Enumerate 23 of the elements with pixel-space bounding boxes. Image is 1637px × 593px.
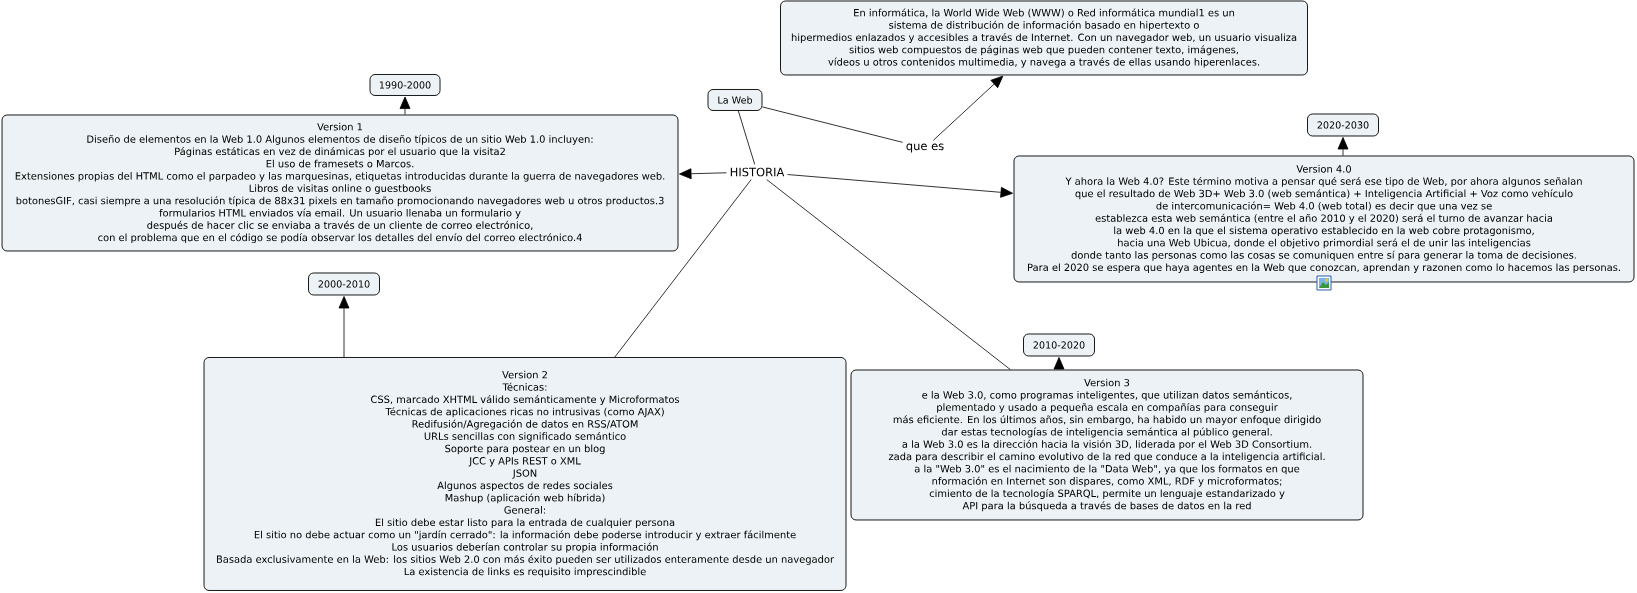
concept-box: 1990-2000 bbox=[369, 74, 441, 96]
concept-box: 2000-2010 bbox=[308, 272, 380, 296]
concept-box: La Web bbox=[707, 89, 763, 111]
concept-box: Version 1 Diseño de elementos en la Web 1.0 Algunos elementos de diseño típicos de un sitio Web 1.0 incluyen: Páginas estáticas en vez de dinámicas por el usuario que la visita2 El uso de framesets o Marcos. Extensiones propias del HTML como el parpadeo y las marquesinas, etiquetas introducidas durante la guerra de navegadores web. Libros de visitas online o guestbooks botonesGIF, casi siempre a una resolución típica de 88x31 pixels en tamaño promocionando navegadores web u otros productos.3 formularios HTML enviados vía email. Un usuario llenaba un formulario y después de hacer clic se enviaba a través de un cliente de correo electrónico, con el problema que en el código se podía observar los detalles del envío del correo electrónico.4 bbox=[1, 114, 679, 252]
arrow bbox=[679, 168, 727, 180]
concept-box: 2010-2020 bbox=[1023, 333, 1095, 357]
arrow bbox=[399, 96, 411, 115]
concept-box: 2020-2030 bbox=[1307, 113, 1379, 137]
concept-box: Version 2 Técnicas: CSS, marcado XHTML válido semánticamente y Microformatos Técnicas de aplicaciones ricas no intrusivas (como AJAX) Redifusión/Agregación de datos en RSS/ATOM URLs sencillas con significado semántico Soporte para postear en un blog JCC y APIs REST o XML JSON Algunos aspectos de redes sociales Mashup (aplicación web híbrida) General: El sitio debe estar listo para la entrada de cualquier persona El sitio no debe actuar como un "jardín cerrado": la información debe poderse introducir y extraer fácilmente Los usuarios deberían controlar su propia información Basada exclusivamente en la Web: los sitios Web 2.0 con más éxito pueden ser utilizados enteramente desde un navegador La existencia de links es requisito imprescindible bbox=[203, 357, 847, 591]
linking-phrase: que es bbox=[906, 143, 944, 153]
arrow bbox=[932, 75, 1004, 141]
arrow bbox=[338, 296, 350, 358]
connector-line bbox=[737, 110, 756, 165]
connector-line bbox=[762, 106, 903, 143]
concept-box: Version 4.0 Y ahora la Web 4.0? Este término motiva a pensar qué será ese tipo de Web, por ahora algunos señalan que el resultado de Web 3D+ Web 3.0 (web semántica) + Inteligencia Artificial + Voz como vehículo de intercomunicación= Web 4.0 (web total) es decir que una vez se establezca esta web semántica (entre el año 2010 y el 2020) será el turno de avanzar hacia la web 4.0 en la que el sistema operativo establecido en la web cobre protagonismo, hacia una Web Ubicua, donde el objetivo primordial será el de unir las inteligencias donde tanto las personas como las cosas se comuniquen entre sí para generar la toma de decisiones. Para el 2020 se espera que haya agentes en la Web que conozcan, aprendan y razonen como lo hacemos las personas. bbox=[1013, 155, 1635, 283]
connector-line bbox=[766, 179, 1011, 370]
linking-phrase: HISTORIA bbox=[730, 167, 785, 177]
concept-box: En informática, la World Wide Web (WWW) o Red informática mundial1 es un sistema de distribución de información basado en hipertexto o hipermedios enlazados y accesibles a través de Internet. Con un navegador web, un usuario visualiza sitios web compuestos de páginas web que pueden contener texto, imágenes, vídeos u otros contenidos multimedia, y navega a través de ellas usando hiperenlaces. bbox=[780, 0, 1308, 76]
arrow bbox=[787, 174, 1013, 198]
arrow bbox=[1053, 357, 1065, 370]
concept-box: Version 3 e la Web 3.0, como programas inteligentes, que utilizan datos semánticos, plementado y usado a pequeña escala en compañías para conseguir más eficiente. En los últimos años, sin embargo, ha habido un mayor enfoque dirigido dar estas tecnologías de inteligencia semántica al público general. a la Web 3.0 es la dirección hacia la visión 3D, liderada por el Web 3D Consortium. zada para describir el camino evolutivo de la red que conduce a la inteligencia artificial. a la "Web 3.0" es el nacimiento de la "Data Web", ya que los formatos en que nformación en Internet son dispares, como XML, RDF y microformatos; cimiento de la tecnología SPARQL, permite un lenguaje estandarizado y API para la búsqueda a través de bases de datos en la red bbox=[850, 369, 1364, 521]
arrow bbox=[1337, 137, 1349, 156]
connector-line bbox=[614, 179, 752, 358]
